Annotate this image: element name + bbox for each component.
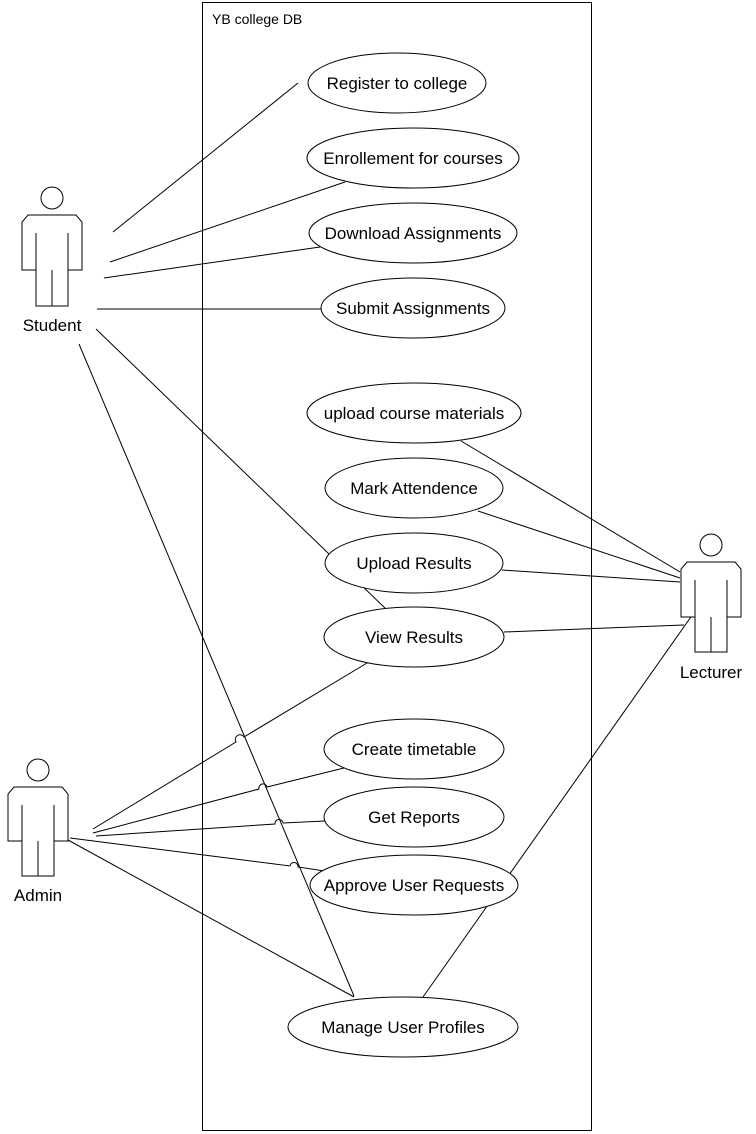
assoc-admin-reports	[95, 819, 326, 837]
use-case-ellipse	[324, 532, 504, 594]
assoc-lecturer-view-results	[503, 624, 685, 633]
use-case-label: Download Assignments	[325, 224, 502, 243]
use-case-ellipse	[323, 718, 505, 780]
system-title: YB college DB	[212, 11, 302, 27]
use-case-ellipse	[323, 606, 505, 668]
assoc-student-register	[112, 82, 299, 233]
assoc-lecturer-upload-results	[501, 569, 681, 583]
use-case-label: Approve User Requests	[324, 876, 504, 895]
assoc-lecturer-manage-profiles	[422, 613, 694, 998]
use-case-upload-results[interactable]: Upload Results	[324, 532, 504, 594]
use-case-label: Create timetable	[352, 740, 477, 759]
actor-label: Student	[23, 316, 82, 335]
use-case-label: Manage User Profiles	[321, 1018, 484, 1037]
use-case-submit[interactable]: Submit Assignments	[320, 277, 506, 339]
use-case-approve[interactable]: Approve User Requests	[309, 854, 519, 916]
actor-lecturer[interactable]: Lecturer	[680, 533, 743, 682]
use-case-ellipse	[287, 996, 519, 1058]
use-case-reports[interactable]: Get Reports	[323, 786, 505, 848]
use-case-label: Get Reports	[368, 808, 460, 827]
actor-figure-icon	[7, 758, 69, 877]
use-case-ellipse	[308, 202, 518, 264]
actor-admin[interactable]: Admin	[7, 758, 69, 905]
actor-student[interactable]: Student	[21, 186, 83, 335]
actor-label: Admin	[14, 886, 62, 905]
use-case-ellipse	[309, 854, 519, 916]
use-case-ellipse	[324, 457, 504, 519]
system-boundary	[202, 2, 592, 1131]
assoc-student-manage-profiles	[78, 343, 355, 997]
use-case-label: upload course materials	[324, 404, 504, 423]
assoc-lecturer-attendance	[477, 510, 681, 579]
association-lines	[67, 82, 694, 998]
use-case-ellipse	[306, 382, 522, 444]
assoc-admin-view-results	[92, 659, 373, 830]
actor-figure-icon	[680, 533, 742, 653]
use-case-enrollment[interactable]: Enrollement for courses	[306, 127, 520, 189]
use-case-label: Register to college	[327, 74, 468, 93]
use-case-label: Upload Results	[356, 554, 471, 573]
assoc-lecturer-upload-materials	[460, 440, 681, 573]
use-case-ellipse	[323, 786, 505, 848]
use-case-download[interactable]: Download Assignments	[308, 202, 518, 264]
use-case-ellipse	[307, 52, 487, 114]
use-case-label: Enrollement for courses	[323, 149, 503, 168]
assoc-student-enrollment	[109, 181, 346, 263]
assoc-admin-manage-profiles	[67, 839, 355, 998]
actor-figure-icon	[21, 186, 83, 307]
assoc-admin-timetable	[92, 767, 345, 834]
use-case-ellipse	[320, 277, 506, 339]
use-case-label: Submit Assignments	[336, 299, 490, 318]
use-case-label: View Results	[365, 628, 463, 647]
assoc-admin-approve	[69, 837, 332, 873]
use-case-label: Mark Attendence	[350, 479, 478, 498]
use-case-upload-materials[interactable]: upload course materials	[306, 382, 522, 444]
use-case-timetable[interactable]: Create timetable	[323, 718, 505, 780]
use-case-register[interactable]: Register to college	[307, 52, 487, 114]
assoc-student-download	[103, 246, 321, 279]
use-case-attendance[interactable]: Mark Attendence	[324, 457, 504, 519]
use-case-view-results[interactable]: View Results	[323, 606, 505, 668]
actor-label: Lecturer	[680, 663, 743, 682]
use-case-ellipse	[306, 127, 520, 189]
use-case-manage[interactable]: Manage User Profiles	[287, 996, 519, 1058]
